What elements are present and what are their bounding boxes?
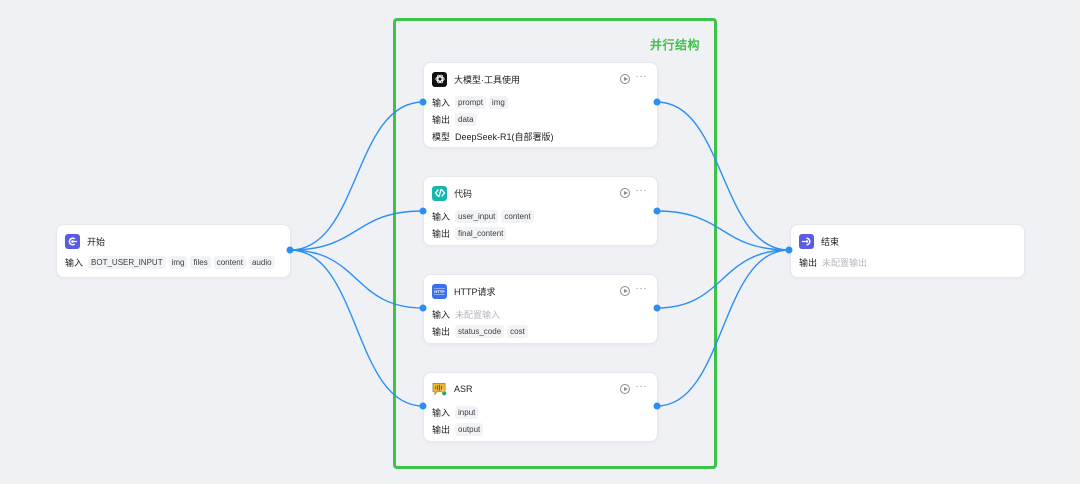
- http-icon: HTTP: [432, 283, 447, 299]
- more-options-icon[interactable]: ···: [635, 381, 647, 392]
- http-output-label: 输出: [432, 327, 451, 337]
- code-output-label: 输出: [432, 229, 451, 239]
- asr-output-label: 输出: [432, 425, 451, 435]
- code-input-tag: content: [501, 210, 534, 223]
- end-output-placeholder: 未配置输出: [822, 258, 868, 268]
- llm-output-label: 输出: [432, 115, 451, 125]
- http-request-node[interactable]: HTTP HTTP请求 ··· 输入 未配置输入 输出 status_code …: [423, 274, 658, 344]
- more-options-icon[interactable]: ···: [635, 283, 647, 294]
- end-node-title: 结束: [821, 236, 840, 247]
- end-output-label: 输出: [799, 258, 818, 268]
- llm-output-tag: data: [455, 113, 477, 126]
- end-input-port[interactable]: [785, 246, 793, 254]
- more-options-icon[interactable]: ···: [635, 71, 647, 82]
- llm-model-name: DeepSeek-R1(自部署版): [455, 132, 554, 142]
- asr-input-port[interactable]: [419, 402, 427, 410]
- start-input-tag: img: [168, 256, 188, 269]
- end-node[interactable]: 结束 输出 未配置输出: [790, 224, 1025, 278]
- http-output-tag: cost: [507, 325, 528, 338]
- asr-node-title: ASR: [454, 384, 473, 394]
- start-input-label: 输入: [65, 258, 84, 268]
- http-input-port[interactable]: [419, 304, 427, 312]
- run-node-icon[interactable]: [619, 74, 630, 84]
- llm-model-label: 模型: [432, 132, 451, 142]
- http-input-placeholder: 未配置输入: [455, 310, 501, 320]
- http-output-tag: status_code: [455, 325, 505, 338]
- code-input-port[interactable]: [419, 207, 427, 215]
- http-node-title: HTTP请求: [454, 286, 496, 297]
- code-input-tag: user_input: [455, 210, 499, 223]
- start-input-tag: content: [213, 256, 246, 269]
- asr-input-label: 输入: [432, 408, 451, 418]
- code-node-title: 代码: [454, 188, 473, 199]
- parallel-group-label: 并行结构: [649, 38, 700, 52]
- start-output-port[interactable]: [286, 246, 294, 254]
- code-output-port[interactable]: [653, 207, 661, 215]
- llm-input-port[interactable]: [419, 98, 427, 106]
- llm-input-tag: img: [488, 96, 508, 109]
- llm-output-port[interactable]: [653, 98, 661, 106]
- http-input-label: 输入: [432, 310, 451, 320]
- code-node[interactable]: 代码 ··· 输入 user_input content 输出 final_co…: [423, 176, 658, 246]
- asr-icon: [432, 382, 447, 397]
- llm-node-title: 大模型·工具使用: [454, 74, 520, 85]
- asr-output-port[interactable]: [653, 402, 661, 410]
- start-node[interactable]: 开始 输入 BOT_USER_INPUT img files content a…: [56, 224, 291, 278]
- run-node-icon[interactable]: [619, 286, 630, 296]
- code-input-label: 输入: [432, 212, 451, 222]
- run-node-icon[interactable]: [619, 188, 630, 198]
- asr-output-tag: output: [455, 423, 484, 436]
- openai-icon: [432, 71, 447, 87]
- start-input-tag: audio: [248, 256, 275, 269]
- start-input-tag: BOT_USER_INPUT: [88, 256, 166, 269]
- asr-input-tag: input: [455, 406, 479, 419]
- start-node-title: 开始: [87, 236, 106, 247]
- more-options-icon[interactable]: ···: [635, 185, 647, 196]
- svg-text:HTTP: HTTP: [434, 290, 445, 294]
- start-icon: [65, 233, 80, 249]
- llm-input-label: 输入: [432, 98, 451, 108]
- end-icon: [799, 233, 814, 249]
- http-output-port[interactable]: [653, 304, 661, 312]
- start-input-tag: files: [190, 256, 211, 269]
- asr-node[interactable]: ASR ··· 输入 input 输出 output: [423, 372, 658, 442]
- llm-tool-node[interactable]: 大模型·工具使用 ··· 输入 prompt img 输出 data 模型 De…: [423, 62, 658, 148]
- code-icon: [432, 185, 447, 201]
- run-node-icon[interactable]: [619, 384, 630, 394]
- code-output-tag: final_content: [455, 227, 507, 240]
- llm-input-tag: prompt: [455, 96, 486, 109]
